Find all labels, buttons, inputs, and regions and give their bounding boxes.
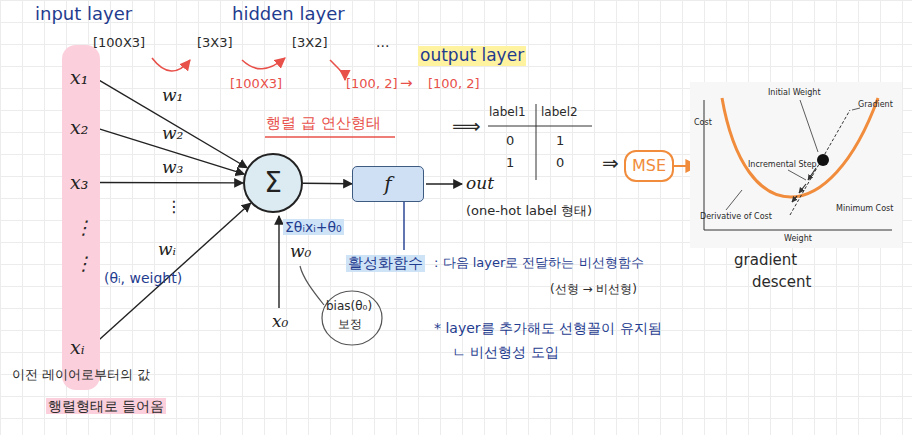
annotation: [3X2] xyxy=(292,36,328,51)
annotation: [100X3] xyxy=(93,36,145,51)
node-text: x₁ xyxy=(70,67,88,88)
axis xyxy=(704,230,892,231)
annotation: label2 xyxy=(541,106,578,120)
annotation: (one-hot label 형태) xyxy=(466,204,592,219)
node-text: Σ xyxy=(264,168,282,199)
annotation: ... xyxy=(376,34,389,50)
underline xyxy=(265,136,395,138)
annotation: Initial Weight xyxy=(768,88,821,97)
annotation: label1 xyxy=(489,106,526,120)
annotation: descent xyxy=(752,274,811,291)
annotation: gradient xyxy=(734,252,797,269)
leader-line xyxy=(788,170,806,180)
annotation: Gradient xyxy=(858,100,893,109)
connector xyxy=(303,183,352,184)
annotation: ⋮ xyxy=(166,198,182,216)
cost-curve xyxy=(722,98,878,197)
annotation: 0 xyxy=(556,156,564,171)
annotation: Σθᵢxᵢ+θ₀ xyxy=(283,219,344,235)
annotation: [3X3] xyxy=(197,36,233,51)
arrow-line xyxy=(94,77,247,167)
annotation: (θᵢ, weight) xyxy=(104,270,182,286)
process-box: MSE xyxy=(624,150,674,182)
annotation: bias(θ₀) xyxy=(326,300,372,314)
annotation: hidden layer xyxy=(232,4,345,25)
annotation: 행렬형태로 들어옴 xyxy=(46,398,166,414)
leader-line xyxy=(726,190,742,210)
swirl-arrow xyxy=(152,58,190,71)
arrow-line xyxy=(94,182,243,184)
annotation: ⇒ xyxy=(602,152,619,175)
leader-line xyxy=(403,202,404,250)
table-line xyxy=(536,104,537,180)
annotation: out xyxy=(466,174,494,194)
annotation: ㄴ 비선형성 도입 xyxy=(452,344,559,360)
leader-line xyxy=(300,266,324,305)
annotation: [100, 2] xyxy=(346,77,398,92)
annotation: x₀ xyxy=(272,312,288,332)
annotation: [100X3] xyxy=(230,77,282,92)
swirl-arrow xyxy=(242,58,285,69)
node-text: x₃ xyxy=(70,172,88,193)
annotation: 보정 xyxy=(338,318,362,332)
node-text: f xyxy=(384,173,391,195)
process-box: f xyxy=(352,166,424,202)
node-text: ⋮ xyxy=(74,253,93,274)
annotation: → xyxy=(400,75,413,92)
annotation: * layer를 추가해도 선형꼴이 유지됨 xyxy=(434,320,662,336)
annotation: 1 xyxy=(556,134,564,149)
annotation: Derivative of Cost xyxy=(700,212,772,221)
annotation: 활성화함수 xyxy=(346,255,425,272)
swirl-arrow xyxy=(330,60,345,80)
annotation: 이전 레이어로부터의 값 xyxy=(12,368,150,383)
arrow-line xyxy=(303,183,352,185)
connector xyxy=(91,77,251,347)
annotation: output layer xyxy=(418,46,526,66)
annotation: ⟹ xyxy=(452,115,481,138)
annotation: Weight xyxy=(784,234,812,243)
annotation: w₃ xyxy=(162,158,183,178)
output-arrow xyxy=(426,183,462,184)
annotation: w₂ xyxy=(162,124,183,144)
annotation: input layer xyxy=(35,4,132,25)
node-text: MSE xyxy=(632,157,666,175)
node-text: ⋮ xyxy=(74,217,93,238)
annotation: (선형 → 비선형) xyxy=(550,283,637,297)
input-band: x₁ x₂ x₃ ⋮ ⋮ xᵢ xyxy=(62,45,100,390)
annotation: Cost xyxy=(694,118,712,127)
annotation: : 다음 layer로 전달하는 비선형함수 xyxy=(434,256,644,271)
step-arrow xyxy=(799,184,806,193)
annotation: Minimum Cost xyxy=(836,204,893,213)
annotation: w₀ xyxy=(290,242,311,262)
annotation: Incremental Step xyxy=(748,160,817,169)
step-arrow xyxy=(808,168,816,180)
annotation: wᵢ xyxy=(158,240,176,260)
step-arrow xyxy=(792,196,797,202)
annotation: [100, 2] xyxy=(428,77,480,92)
annotation: 1 xyxy=(506,156,514,171)
node-text: x₂ xyxy=(70,117,88,138)
annotation: 행렬 곱 연산형태 xyxy=(266,115,381,132)
sum-circle: Σ xyxy=(243,153,303,213)
arrow-line xyxy=(91,203,251,347)
node-text: xᵢ xyxy=(70,337,85,358)
bias-oval xyxy=(322,291,382,345)
bias-arrow xyxy=(278,216,279,308)
table-line xyxy=(488,126,592,127)
chart-panel xyxy=(690,82,902,248)
weight-dot xyxy=(817,154,829,166)
leader-line xyxy=(800,100,818,152)
annotation: 0 xyxy=(506,134,514,149)
annotation: w₁ xyxy=(162,86,183,106)
